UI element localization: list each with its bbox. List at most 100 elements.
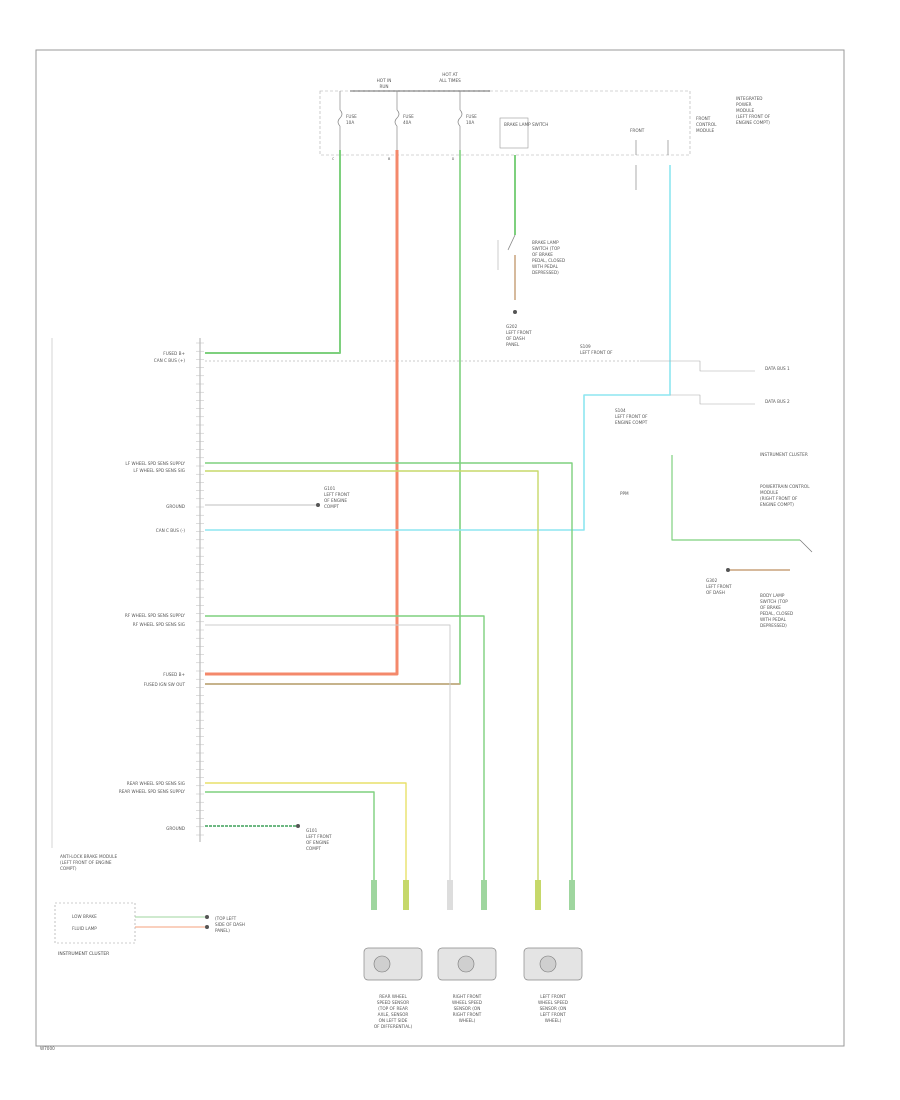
page-border (35, 49, 845, 1047)
fuse-2-amp: 40A (403, 120, 411, 125)
sensor-lf-1: LEFT FRONT (540, 994, 566, 999)
switch-label-5: WITH PEDAL (532, 264, 559, 269)
switch-label-2: SWITCH (TOP (532, 246, 560, 251)
fuse-2-name: FUSE (403, 114, 414, 119)
fuse-1-pin: C (332, 156, 334, 161)
sensor-rear-2: SPEED SENSOR (377, 1000, 409, 1005)
splice-2-label-1: S104 (615, 408, 626, 413)
fuse-box: HOT IN RUN HOT AT ALL TIMES FUSE 10A C F… (319, 72, 771, 161)
sensor-right-front: RIGHT FRONT WHEEL SPEED SENSOR (ON RIGHT… (437, 947, 497, 1023)
fuse-3: FUSE 10A D (452, 91, 477, 161)
sensor-rear-4: AXLE, SENSOR (378, 1012, 409, 1017)
abs-module: FUSED B+ CAN C BUS (+) LF WHEEL SPD SENS… (51, 338, 204, 871)
cluster-ground-2: SIDE OF DASH (215, 922, 245, 927)
bls-line-2: SWITCH (TOP (760, 599, 788, 604)
sensor-rf-4: RIGHT FRONT (453, 1012, 482, 1017)
bls-line-1: BODY LAMP (760, 593, 785, 598)
cluster-line-2: FLUID LAMP (72, 926, 97, 931)
hot-label-2: RUN (379, 84, 388, 89)
wire-rf-sig (205, 624, 451, 880)
g202-2: LEFT FRONT (506, 330, 532, 335)
cluster-side-label: INSTRUMENT CLUSTER (760, 452, 808, 457)
module-title-1: ANTI-LOCK BRAKE MODULE (60, 854, 118, 859)
ppm-line-4: ENGINE COMPT) (760, 502, 794, 507)
module-label-fused-b1: FUSED B+ (163, 351, 185, 356)
g101b-2: LEFT FRONT (306, 834, 332, 839)
switch-label-1: BRAKE LAMP (532, 240, 559, 245)
module-label-ign-out: FUSED IGN SW OUT (144, 682, 186, 687)
switch-label-3: OF BRAKE (532, 252, 553, 257)
sensor-lf-5: WHEEL) (545, 1018, 562, 1023)
module-label-fused-b2: FUSED B+ (163, 672, 185, 677)
sensor-rear: REAR WHEEL SPEED SENSOR (TOP OF REAR AXL… (363, 947, 423, 1029)
ppm-line-3: (RIGHT FRONT OF (760, 496, 798, 501)
fuse-2: FUSE 40A B (388, 91, 414, 161)
ipm-note-1: INTEGRATED (736, 96, 763, 101)
wires (205, 150, 813, 880)
g101a-2: LEFT FRONT (324, 492, 350, 497)
right-side-labels: S109 LEFT FRONT OF S104 LEFT FRONT OF EN… (580, 344, 810, 628)
g101a-1: G101 (324, 486, 336, 491)
sensor-rf-1: RIGHT FRONT (453, 994, 482, 999)
fuse-3-pin: D (452, 156, 455, 161)
module-title-2: (LEFT FRONT OF ENGINE (60, 860, 112, 865)
fuse-3-name: FUSE (466, 114, 477, 119)
bls-line-5: WITH PEDAL (760, 617, 787, 622)
wire-ign-out (205, 150, 461, 685)
instrument-cluster: LOW BRAKE FLUID LAMP (TOP LEFT SIDE OF D… (54, 902, 245, 957)
wire-lf-sig (205, 470, 539, 880)
g202-3: OF DASH (506, 336, 525, 341)
ipm-note-4: (LEFT FRONT OF (736, 114, 771, 119)
g302-3: OF DASH (706, 590, 725, 595)
fuse-1-amp: 10A (346, 120, 354, 125)
module-label-can-c-plus: CAN C BUS (+) (154, 358, 186, 363)
module-pin-ticks (196, 342, 204, 836)
module-ground-labels: G101 LEFT FRONT OF ENGINE COMPT G101 LEF… (306, 486, 350, 851)
wire-fused-b2 (205, 150, 399, 676)
g101a-4: COMPT (324, 504, 339, 509)
wire-lf-supply (205, 462, 573, 880)
sensor-lf-3: SENSOR (ON (540, 1006, 567, 1011)
cluster-ground-1: (TOP LEFT (215, 916, 237, 921)
sensor-rear-1: REAR WHEEL (379, 994, 407, 999)
splice-1-label-1: S109 (580, 344, 591, 349)
module-label-rear-sig: REAR WHEEL SPD SENS SIG (127, 781, 185, 786)
g302-2: LEFT FRONT (706, 584, 732, 589)
module-label-ground-1: GROUND (166, 504, 185, 509)
fuse-3-amp: 10A (466, 120, 474, 125)
hot-label-1: HOT IN (377, 78, 392, 83)
sensor-left-front: LEFT FRONT WHEEL SPEED SENSOR (ON LEFT F… (523, 947, 583, 1023)
wire-can-c-minus (205, 165, 671, 531)
data-bus-2: DATA BUS 2 (765, 399, 790, 404)
fcm-pin-label-1: FRONT (630, 128, 645, 133)
ipm-note-2: POWER (736, 102, 752, 107)
wire-rear-sig (205, 782, 407, 880)
hot-label-3: HOT AT (442, 72, 458, 77)
fuse-1: FUSE 10A C (332, 91, 357, 161)
module-label-lf-sig: LF WHEEL SPD SENS SIG (133, 468, 185, 473)
fcm-label-3: MODULE (696, 128, 715, 133)
sensor-rear-6: OF DIFFERENTIAL) (374, 1024, 413, 1029)
g302-1: G302 (706, 578, 718, 583)
module-label-can-c-minus: CAN C BUS (-) (156, 528, 186, 533)
g202-4: PANEL (506, 342, 520, 347)
bls-line-4: PEDAL, CLOSED (760, 611, 793, 616)
fuse-box-outline (319, 90, 691, 156)
g101a-3: OF ENGINE (324, 498, 347, 503)
fuse-1-name: FUSE (346, 114, 357, 119)
wire-fused-b1 (205, 150, 341, 354)
module-label-rf-supply: RF WHEEL SPD SENS SUPPLY (125, 613, 186, 618)
bls-line-6: DEPRESSED) (760, 623, 787, 628)
module-label-rear-supply: REAR WHEEL SPD SENS SUPPLY (119, 789, 186, 794)
g101b-3: OF ENGINE (306, 840, 329, 845)
module-label-ground-2: GROUND (166, 826, 185, 831)
cluster-line-1: LOW BRAKE (72, 914, 97, 919)
fuse-2-pin: B (388, 156, 391, 161)
ppm-line-2: MODULE (760, 490, 779, 495)
cluster-title: INSTRUMENT CLUSTER (58, 951, 109, 957)
switch-label-6: DEPRESSED) (532, 270, 559, 275)
ipm-note-3: MODULE (736, 108, 755, 113)
ipm-note-5: ENGINE COMPT) (736, 120, 770, 125)
sensor-lf-4: LEFT FRONT (540, 1012, 566, 1017)
